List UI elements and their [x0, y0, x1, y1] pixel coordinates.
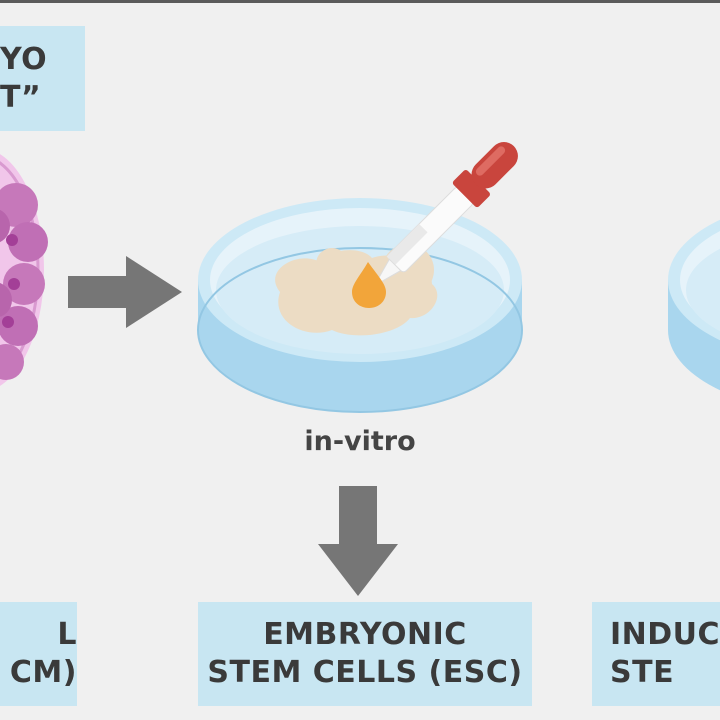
in-vitro-caption: in-vitro: [304, 426, 416, 457]
label-box-esc: EMBRYONIC STEM CELLS (ESC): [198, 602, 532, 706]
label-box-embryo: YO T”: [0, 26, 85, 131]
top-border: [0, 0, 720, 3]
label-esc-line2: STEM CELLS (ESC): [207, 655, 523, 690]
label-induced-line2: STE: [610, 655, 675, 690]
label-icm-line1: L: [57, 617, 77, 652]
label-embryo-line1: YO: [0, 41, 48, 77]
petri-dish-right-icon: [668, 219, 720, 391]
down-arrow-icon: [318, 486, 398, 596]
label-induced-line1: INDUC: [610, 617, 720, 652]
droplet-icon: [352, 262, 386, 308]
label-box-induced: INDUC STE: [592, 602, 720, 706]
right-arrow-icon: [68, 256, 182, 328]
label-esc-line1: EMBRYONIC: [263, 617, 467, 652]
label-box-icm: L CM): [0, 602, 77, 706]
dropper-icon: [377, 142, 518, 283]
label-icm-line2: CM): [9, 655, 77, 690]
label-embryo-line2: T”: [0, 79, 42, 115]
embryo-cell-cluster-icon: [0, 154, 48, 386]
